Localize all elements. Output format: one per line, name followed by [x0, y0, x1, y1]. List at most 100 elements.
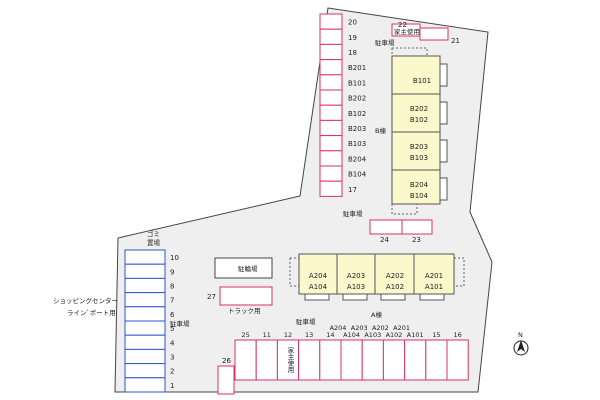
slot-label: 6 [170, 311, 175, 319]
parking-stall [319, 104, 343, 121]
slot-label: 12 [284, 331, 292, 339]
parking-stall [340, 339, 363, 381]
b-unit-label: B102 [410, 116, 428, 124]
b-unit-label: B204 [410, 181, 429, 189]
a-building-body [298, 253, 455, 295]
parking-stall [319, 43, 343, 61]
a-unit-label: A102 [386, 283, 404, 291]
slot-label: 22 [398, 21, 407, 29]
a-unit-label: A103 [347, 283, 365, 291]
slot-label-upper: A202 [372, 324, 389, 332]
top-owner-slots: 22 21 家主使用 [391, 21, 460, 45]
bicycle-parking-label: 駐輪場 [238, 264, 258, 273]
a-building-outline-left [289, 257, 300, 287]
parking-stall [124, 263, 166, 279]
truck-label: トラック用 [228, 307, 261, 315]
slot-label: B204 [348, 155, 367, 163]
slot-label: 2 [170, 368, 174, 376]
parking-label-mid: 駐車場 [343, 209, 363, 218]
parking-stall [319, 13, 343, 30]
b-unit-label: B202 [410, 105, 428, 113]
slot-label: A104 [343, 331, 360, 339]
parking-stall [124, 249, 166, 265]
parking-stall [319, 165, 343, 182]
parking-stall [124, 320, 166, 336]
slot-label: 23 [412, 236, 421, 244]
a-unit-label: A104 [309, 283, 328, 291]
slot-label: 11 [263, 331, 271, 339]
slot-label: B103 [348, 140, 366, 148]
parking-stall [124, 363, 166, 379]
a-unit-label: A201 [425, 272, 443, 280]
shopping-center-label: ショッピングセンター [53, 296, 118, 305]
parking-stall [319, 150, 343, 167]
parking-stall [255, 339, 278, 381]
parking-stall [124, 377, 166, 393]
parking-stall [319, 180, 343, 197]
truck-slot [219, 286, 273, 306]
parking-stall [124, 334, 166, 350]
parking-stall [298, 339, 321, 381]
parking-stall [319, 59, 343, 76]
slot-label: 10 [170, 254, 179, 262]
slot-label: 24 [380, 236, 389, 244]
parking-stall [361, 339, 384, 381]
parking-stall [319, 89, 343, 106]
b-building-body [391, 55, 441, 205]
slot-label: 5 [170, 325, 174, 333]
parking-stall [124, 348, 166, 365]
north-compass: N [513, 331, 529, 356]
slot-label: 4 [170, 339, 175, 347]
slot-label: 19 [348, 34, 357, 42]
parking-stall [319, 119, 343, 137]
slot-label: 13 [305, 331, 313, 339]
parking-label-bottom: 駐車場 [296, 317, 316, 326]
parking-label-left: 駐車場 [170, 319, 190, 328]
parking-stall [319, 135, 343, 152]
slot-label: 18 [348, 49, 357, 57]
slot-label: 21 [451, 37, 460, 45]
garbage-label: ゴミ [147, 229, 160, 238]
slot-label-upper: A203 [351, 324, 368, 332]
shopping-center-label-2: ラインﾞポート用 [67, 309, 116, 317]
b-unit-label: B203 [410, 143, 428, 151]
parking-stall [234, 339, 257, 381]
parking-stall [124, 277, 166, 294]
parking-stall [124, 292, 166, 308]
parking-mid-slots: 24 23 [369, 219, 433, 244]
parking-stall [319, 28, 343, 45]
north-label: N [518, 331, 523, 339]
b-building: B101 B202 B102 B203 B103 B204 B104 [391, 47, 448, 215]
parking-stall [319, 74, 343, 91]
b-unit-label: B104 [410, 192, 429, 200]
slot-label: 26 [222, 357, 231, 365]
parking-stall [319, 339, 342, 381]
slot-label-upper: A201 [393, 324, 410, 332]
slot-label: B102 [348, 110, 366, 118]
slot-label-upper: A204 [330, 324, 347, 332]
b-unit-label: B101 [413, 77, 431, 85]
a-building: A204 A104 A203 A103 A202 A102 A201 A101 [289, 253, 465, 301]
slot-label: B202 [348, 95, 366, 103]
slot-label: 25 [241, 331, 249, 339]
slot-label: A102 [386, 331, 403, 339]
slot-label: 16 [453, 331, 461, 339]
slot-label: 7 [170, 297, 174, 305]
parking-stall [425, 339, 448, 381]
owner-use-label: 家主使用 [394, 27, 420, 36]
parking-stall [446, 339, 469, 381]
parking-stall [404, 339, 427, 381]
slot-label: 14 [326, 331, 334, 339]
a-unit-label: A202 [386, 272, 404, 280]
slot-label: 17 [348, 186, 357, 194]
a-unit-label: A204 [309, 272, 328, 280]
a-building-label: A棟 [371, 310, 382, 319]
slot-label: B203 [348, 125, 366, 133]
slot-label: 27 [207, 293, 216, 301]
slot-label: B101 [348, 79, 366, 87]
slot-label: B104 [348, 171, 367, 179]
